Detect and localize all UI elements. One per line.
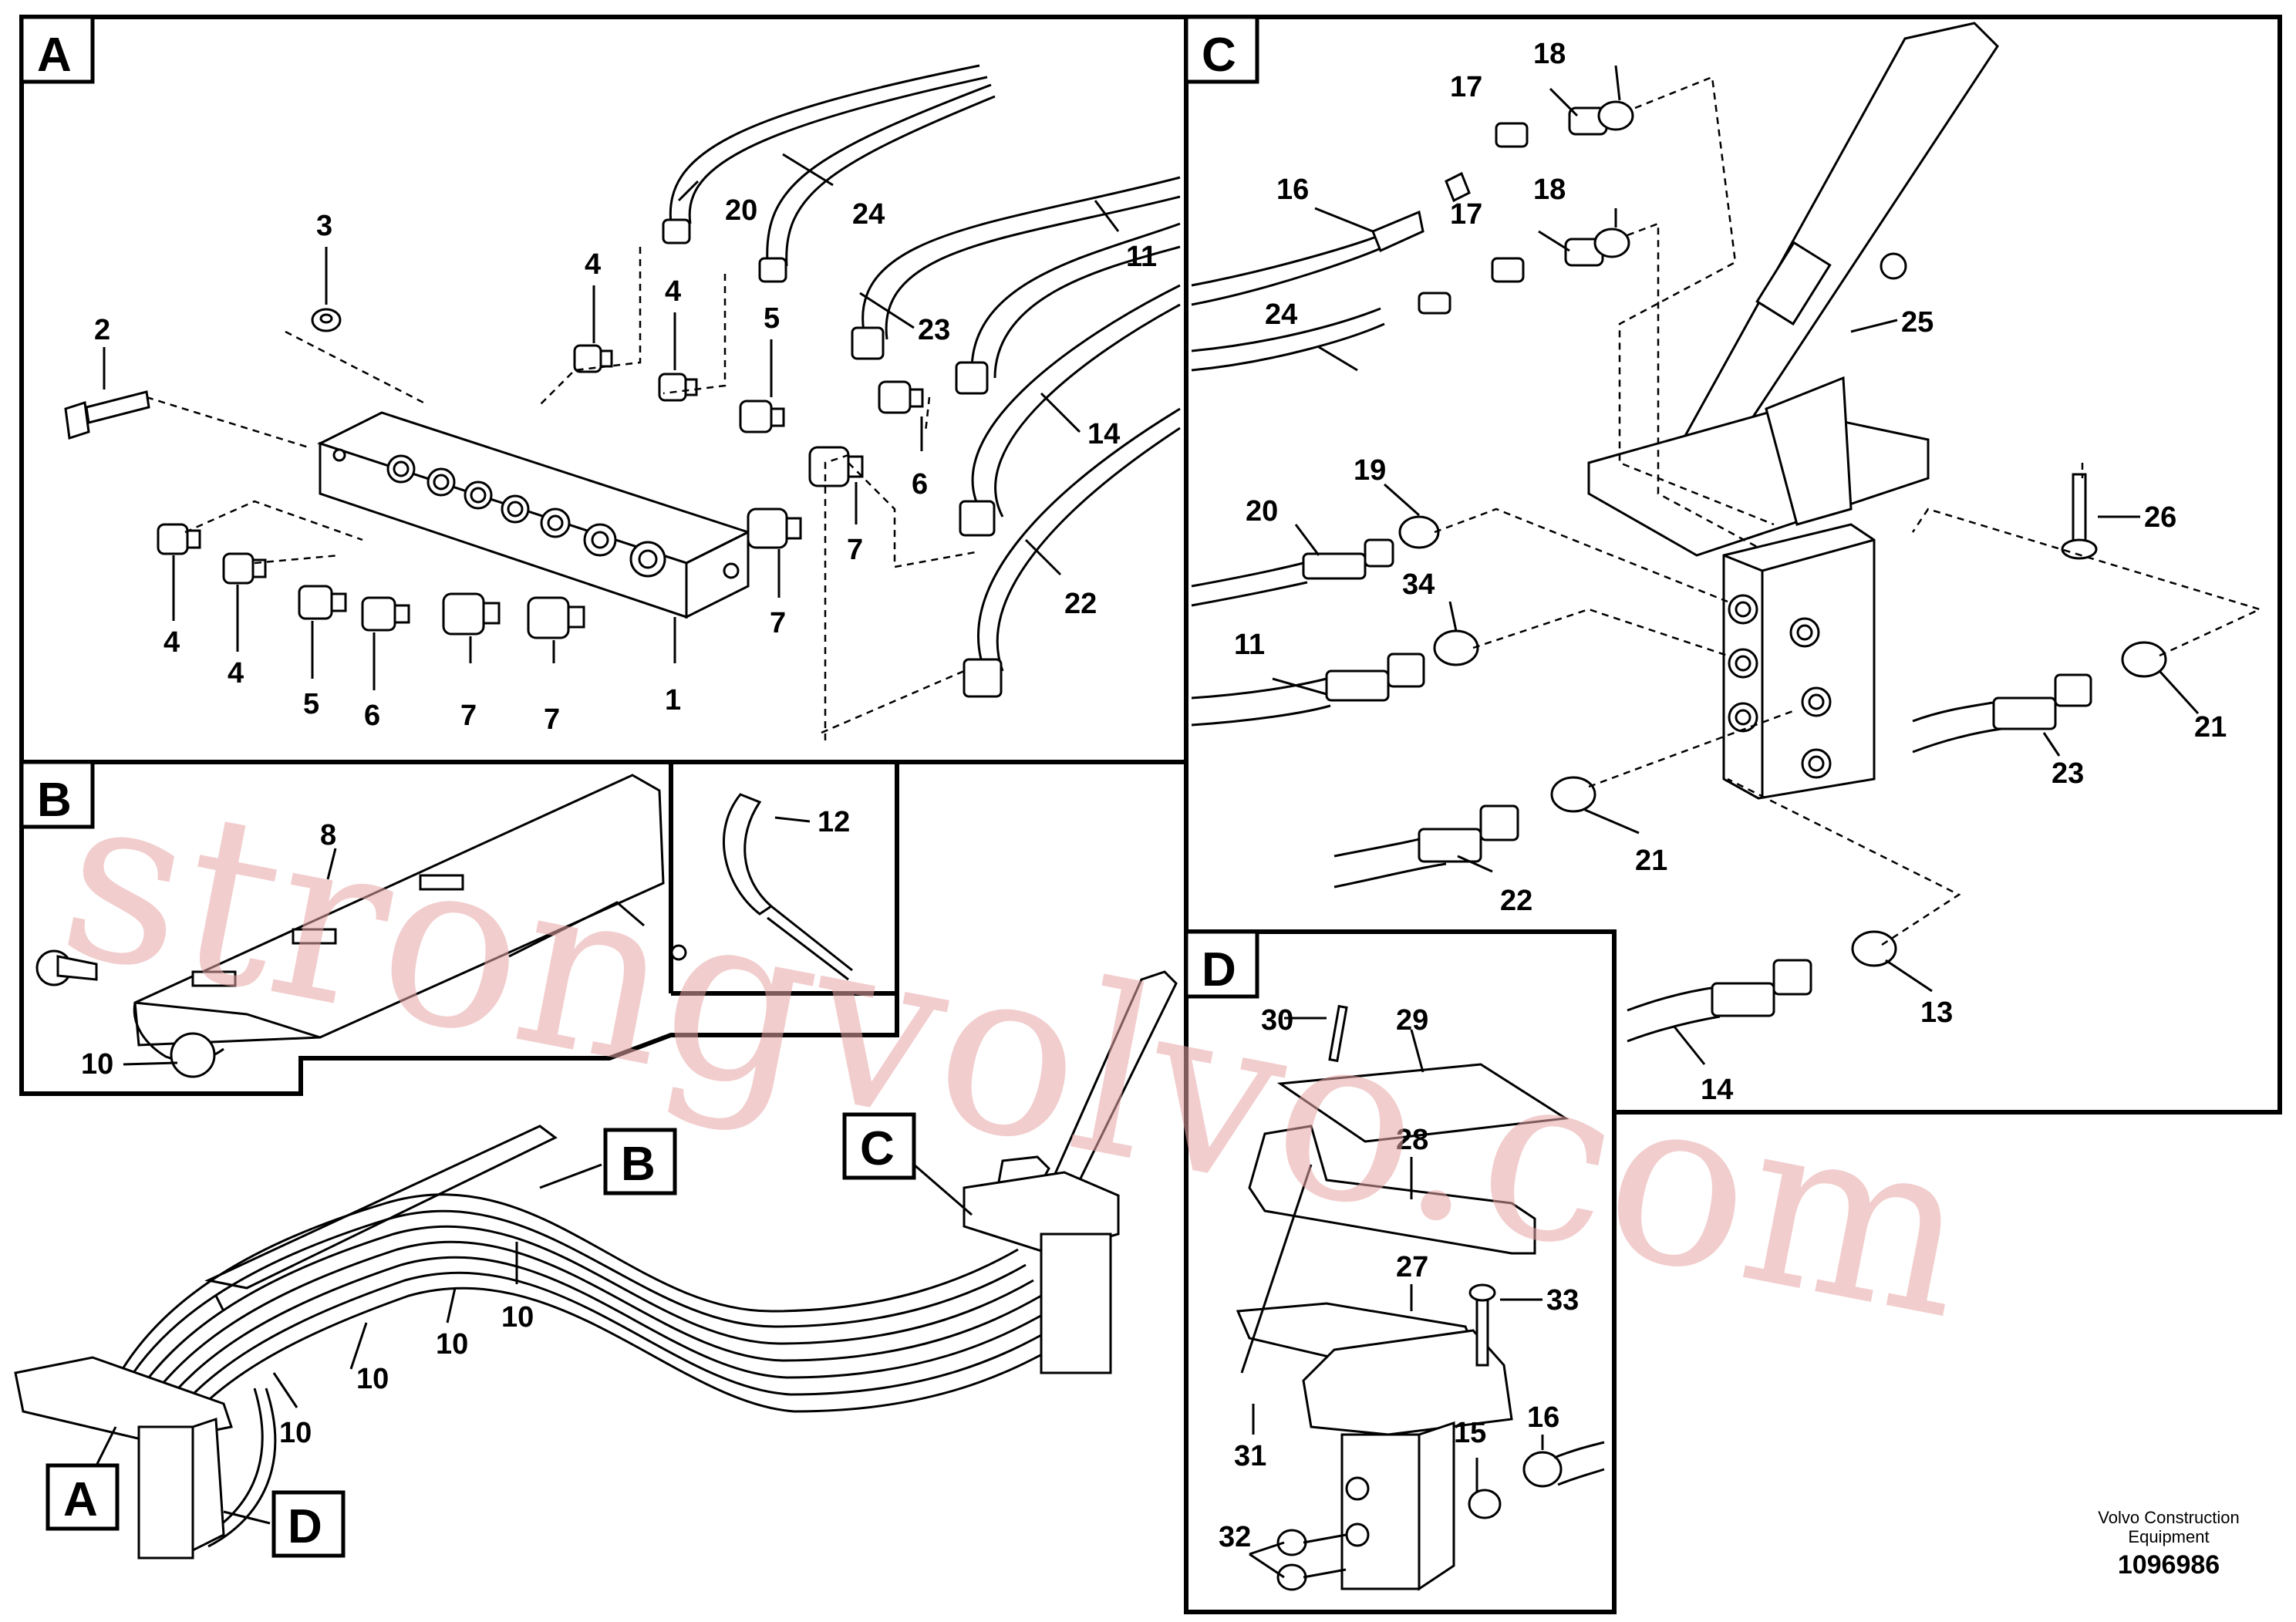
pedal-bolt	[2061, 473, 2098, 560]
callout-16-d: 16	[1527, 1401, 1559, 1434]
panel-a: A	[19, 15, 1188, 764]
callout-15: 15	[1454, 1417, 1486, 1449]
callout-17a: 17	[1450, 71, 1482, 103]
callout-7b: 7	[460, 700, 477, 732]
callout-5a: 5	[764, 302, 780, 335]
fitting-row	[157, 523, 585, 639]
callout-16: 16	[1276, 174, 1309, 206]
callout-22-c: 22	[1500, 885, 1532, 917]
bolt	[64, 390, 150, 440]
callout-8: 8	[320, 819, 336, 851]
callout-34: 34	[1402, 568, 1435, 601]
callout-1: 1	[665, 684, 681, 717]
callout-6b: 6	[364, 700, 380, 732]
dashed-leaders-c	[1434, 76, 2263, 946]
callout-18a: 18	[1533, 38, 1566, 70]
callout-7c: 7	[770, 607, 786, 639]
callout-11-c: 11	[1234, 629, 1265, 661]
callout-17b: 17	[1450, 198, 1482, 231]
callout-23: 23	[918, 314, 950, 346]
callout-27: 27	[1396, 1251, 1428, 1283]
panel-b-letter: B	[37, 774, 72, 827]
callout-22: 22	[1064, 588, 1097, 620]
callout-25: 25	[1901, 306, 1934, 339]
overview-marker-b: B	[621, 1138, 656, 1191]
callout-24: 24	[852, 198, 885, 231]
callout-4c: 4	[164, 626, 180, 659]
drawing-number: 1096986	[2118, 1550, 2220, 1580]
callout-33: 33	[1546, 1284, 1579, 1317]
overview-marker-d: D	[288, 1500, 322, 1553]
callout-3: 3	[316, 210, 332, 242]
leaders-a	[103, 153, 1120, 690]
panel-b: B 8 12 10	[19, 760, 899, 1096]
callout-11: 11	[1126, 241, 1157, 273]
brake-pedal	[1587, 22, 1999, 557]
bolt-d	[1468, 1283, 1496, 1367]
callout-5b: 5	[303, 688, 319, 720]
callout-28: 28	[1396, 1124, 1428, 1156]
callout-10-b: 10	[81, 1048, 113, 1081]
valve-body	[1722, 523, 1876, 800]
hose-fittings-c	[1191, 100, 2167, 1043]
mounting-rail	[133, 774, 687, 1078]
callout-14-c: 14	[1701, 1074, 1733, 1106]
callout-7d: 7	[544, 703, 560, 736]
callout-4a: 4	[585, 248, 601, 281]
manifold-block	[317, 411, 751, 619]
panel-c-letter: C	[1202, 29, 1236, 82]
callout-21a: 21	[2194, 711, 2227, 744]
callout-30: 30	[1261, 1004, 1293, 1037]
company-name-line1: Volvo Construction	[2098, 1508, 2239, 1527]
overview-callout-10b: 10	[436, 1328, 468, 1361]
callout-13: 13	[1920, 996, 1953, 1029]
callout-24-c: 24	[1265, 298, 1297, 331]
fitting-upper-row	[573, 344, 924, 549]
callout-7a: 7	[847, 534, 863, 566]
overview-callout-10d: 10	[279, 1417, 312, 1449]
overview-marker-c: C	[860, 1122, 895, 1175]
hose-group-a	[662, 64, 1181, 698]
callout-21b: 21	[1635, 845, 1667, 877]
callout-6a: 6	[912, 468, 928, 501]
callout-4d: 4	[228, 657, 244, 690]
callout-31: 31	[1234, 1440, 1266, 1472]
callout-18b: 18	[1533, 174, 1566, 206]
cover-plate	[1276, 1004, 1569, 1143]
company-name-line2: Equipment	[2128, 1527, 2209, 1546]
panel-c: C	[1184, 15, 2282, 1114]
fittings-d	[1276, 1441, 1605, 1591]
callout-20-c: 20	[1246, 495, 1278, 528]
leaders-d	[1240, 1017, 1544, 1579]
overview-callout-10c: 10	[501, 1301, 534, 1334]
callout-19: 19	[1354, 454, 1386, 487]
callout-2: 2	[94, 314, 110, 346]
panel-a-letter: A	[37, 29, 72, 82]
overview-callout-10a: 10	[356, 1363, 389, 1395]
callout-20: 20	[725, 194, 757, 227]
callout-26: 26	[2144, 501, 2176, 534]
panel-d: D	[1184, 929, 1617, 1614]
callout-29: 29	[1396, 1004, 1428, 1037]
callout-14: 14	[1087, 418, 1120, 450]
overview-marker-a: A	[63, 1473, 98, 1526]
pedal-cover	[1248, 1125, 1536, 1255]
callout-32: 32	[1219, 1521, 1251, 1553]
dashed-leaders-a	[146, 247, 980, 740]
overview-assembly: B C A D 10 10 10 10	[14, 970, 1178, 1560]
rail-bolt	[35, 949, 98, 986]
leaders-c	[1272, 65, 2200, 1065]
panel-d-letter: D	[1202, 943, 1236, 996]
callout-12: 12	[818, 806, 850, 838]
nut	[311, 308, 342, 332]
pedal-bracket	[1236, 1302, 1513, 1591]
overview-leaders	[95, 1163, 973, 1525]
cable-tie	[723, 793, 853, 981]
callout-23-c: 23	[2052, 757, 2084, 790]
footer: Volvo Construction Equipment 1096986	[2098, 1508, 2239, 1580]
callout-4b: 4	[665, 275, 681, 308]
